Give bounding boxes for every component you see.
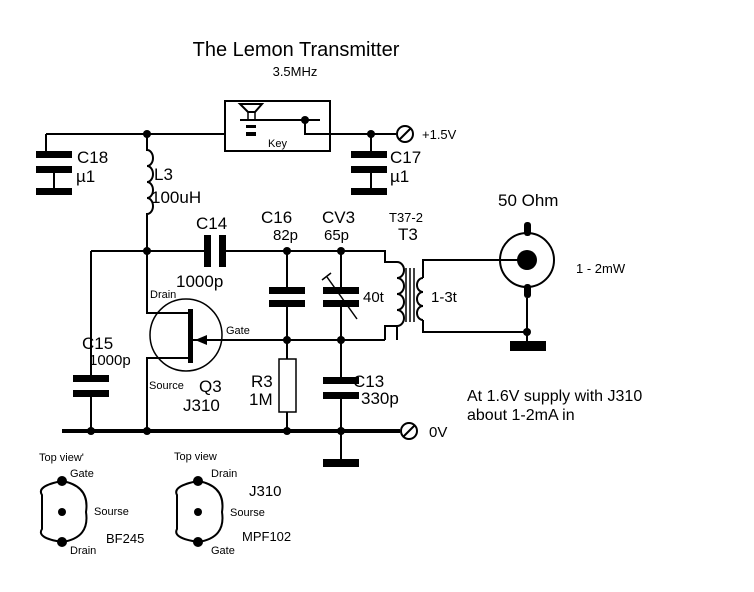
top-rail — [45, 130, 396, 152]
t3-core: T37-2 — [389, 210, 423, 225]
pin-bottom: Drain — [70, 545, 96, 557]
c14-ref: C14 — [196, 214, 227, 233]
c16-ref: C16 — [261, 208, 292, 227]
jfet-q3: Drain Gate Source Q3 J310 — [146, 251, 287, 431]
cv3-ref: CV3 — [322, 208, 355, 227]
adjust-arrow-icon — [326, 276, 358, 320]
note-line-2: about 1-2mA in — [467, 407, 575, 424]
resistor-r3: R3 1M — [249, 340, 297, 431]
c17-ref: C17 — [390, 148, 421, 167]
l3-value: 100uH — [151, 188, 201, 207]
c18-ref: C18 — [77, 148, 108, 167]
ground-terminal[interactable]: 0V — [400, 422, 447, 441]
part-name: J310 — [249, 483, 282, 500]
part-name-alt: MPF102 — [242, 529, 291, 544]
variable-capacitor-cv3: CV3 65p — [321, 208, 359, 340]
capacitor-c18: C18 µ1 — [36, 148, 108, 195]
pin-bottom: Gate — [211, 545, 235, 557]
key-switch[interactable]: Key — [224, 100, 331, 152]
t3-ref: T3 — [398, 225, 418, 244]
positive-terminal[interactable]: +1.5V — [396, 125, 457, 143]
c16-value: 82p — [273, 227, 298, 244]
c18-value: µ1 — [76, 167, 95, 186]
pin-side: Sourse — [230, 507, 265, 519]
pinout-bf245: Top view' Gate Sourse Drain BF245 — [39, 452, 144, 557]
inductor-l3: L3 100uH — [146, 134, 201, 251]
c13-ref: C13 — [353, 372, 384, 391]
r3-value: 1M — [249, 390, 273, 409]
capacitor-c16: C16 82p — [261, 208, 305, 340]
transformer-t3: T37-2 T3 40t 1-3t — [363, 210, 527, 340]
capacitor-c17: C17 µ1 — [351, 134, 421, 195]
c14-value: 1000p — [176, 272, 223, 291]
c15-value: 1000p — [89, 352, 131, 369]
ground-rail — [62, 427, 400, 435]
gate-arrow-icon — [195, 335, 207, 345]
r3-ref: R3 — [251, 372, 273, 391]
output-power: 1 - 2mW — [576, 261, 626, 276]
q3-gate-label: Gate — [226, 325, 250, 337]
c17-value: µ1 — [390, 167, 409, 186]
c13-value: 330p — [361, 389, 399, 408]
t3-primary-turns: 40t — [363, 289, 385, 306]
c15-ref: C15 — [82, 334, 113, 353]
capacitor-c14: C14 1000p — [176, 214, 227, 291]
capacitor-c15: C15 1000p — [73, 251, 131, 431]
bnc-output-connector[interactable]: 50 Ohm 1 - 2mW — [498, 191, 626, 351]
q3-drain-label: Drain — [150, 289, 176, 301]
pin-side: Sourse — [94, 506, 129, 518]
q3-ref: Q3 — [199, 377, 222, 396]
q3-source-label: Source — [149, 380, 184, 392]
cv3-value: 65p — [324, 227, 349, 244]
pinout-heading: Top view — [174, 451, 217, 463]
key-label: Key — [268, 138, 287, 150]
t3-secondary-turns: 1-3t — [431, 289, 458, 306]
part-name: BF245 — [106, 531, 144, 546]
ground-label: 0V — [429, 424, 447, 441]
pinout-heading: Top view' — [39, 452, 84, 464]
frequency-label: 3.5MHz — [273, 64, 318, 79]
l3-ref: L3 — [154, 165, 173, 184]
pin-top: Drain — [211, 468, 237, 480]
q3-value: J310 — [183, 396, 220, 415]
positive-supply-label: +1.5V — [422, 127, 457, 142]
pinout-j310-mpf102: Top view Drain Sourse Gate J310 MPF102 — [174, 451, 291, 557]
capacitor-c13: C13 330p — [323, 340, 399, 467]
pin-top: Gate — [70, 468, 94, 480]
note-line-1: At 1.6V supply with J310 — [467, 388, 642, 405]
speaker-icon — [237, 103, 265, 113]
page-title: The Lemon Transmitter — [193, 39, 400, 61]
output-impedance: 50 Ohm — [498, 191, 558, 210]
